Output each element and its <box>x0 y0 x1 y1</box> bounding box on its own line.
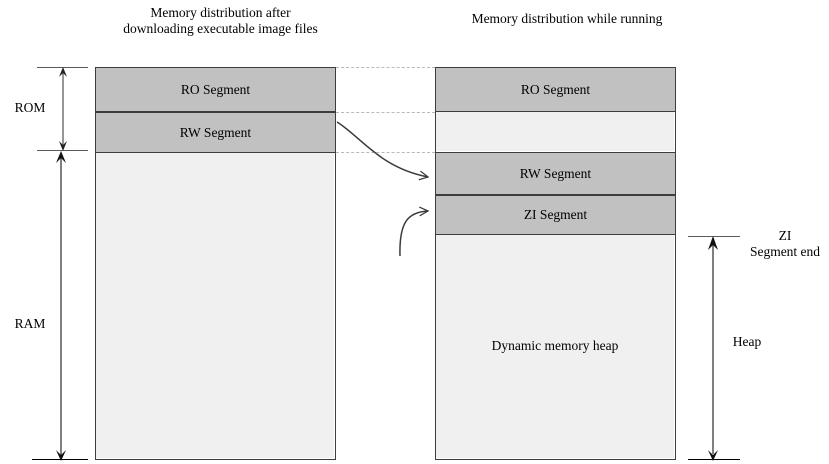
ram-label: RAM <box>14 316 46 331</box>
rom-tick-top <box>37 67 88 68</box>
ram-arrow-head-top <box>56 151 66 163</box>
left-segment-free-area <box>96 153 334 458</box>
zi-segment-end-label-line2: Segment end <box>749 244 821 259</box>
connector-dotted-line-top <box>336 67 435 68</box>
right-segment-rw: RW Segment <box>435 152 676 195</box>
zi-creation-arrow <box>399 206 430 257</box>
left-segment-rw: RW Segment <box>95 112 336 153</box>
right-segment-gap <box>436 111 674 151</box>
heap-arrow-head-top <box>708 236 718 250</box>
left-memory-block <box>95 67 336 460</box>
rom-tick-bottom <box>37 150 88 151</box>
connector-dotted-line-bottom <box>336 152 435 153</box>
right-segment-ro: RO Segment <box>435 67 676 112</box>
heap-bottom-tick <box>688 459 740 460</box>
right-memory-block: Dynamic memory heap <box>435 67 676 460</box>
rom-arrow-head-top <box>59 67 67 77</box>
left-segment-ro: RO Segment <box>95 67 336 112</box>
left-diagram-title: Memory distribution after downloading ex… <box>123 5 318 36</box>
ram-tick-bottom <box>32 459 88 460</box>
zi-segment-end-label: ZI Segment end <box>742 228 828 260</box>
right-diagram-title: Memory distribution while running <box>471 11 663 26</box>
rw-migration-arrow <box>336 121 430 181</box>
connector-dotted-line-middle <box>336 112 435 113</box>
zi-segment-end-label-line1: ZI <box>778 228 792 243</box>
rom-label: ROM <box>14 100 46 115</box>
right-segment-zi: ZI Segment <box>435 195 676 235</box>
right-segment-dynamic-heap: Dynamic memory heap <box>436 234 674 458</box>
zi-segment-end-tick <box>688 236 740 237</box>
heap-label: Heap <box>732 334 762 349</box>
